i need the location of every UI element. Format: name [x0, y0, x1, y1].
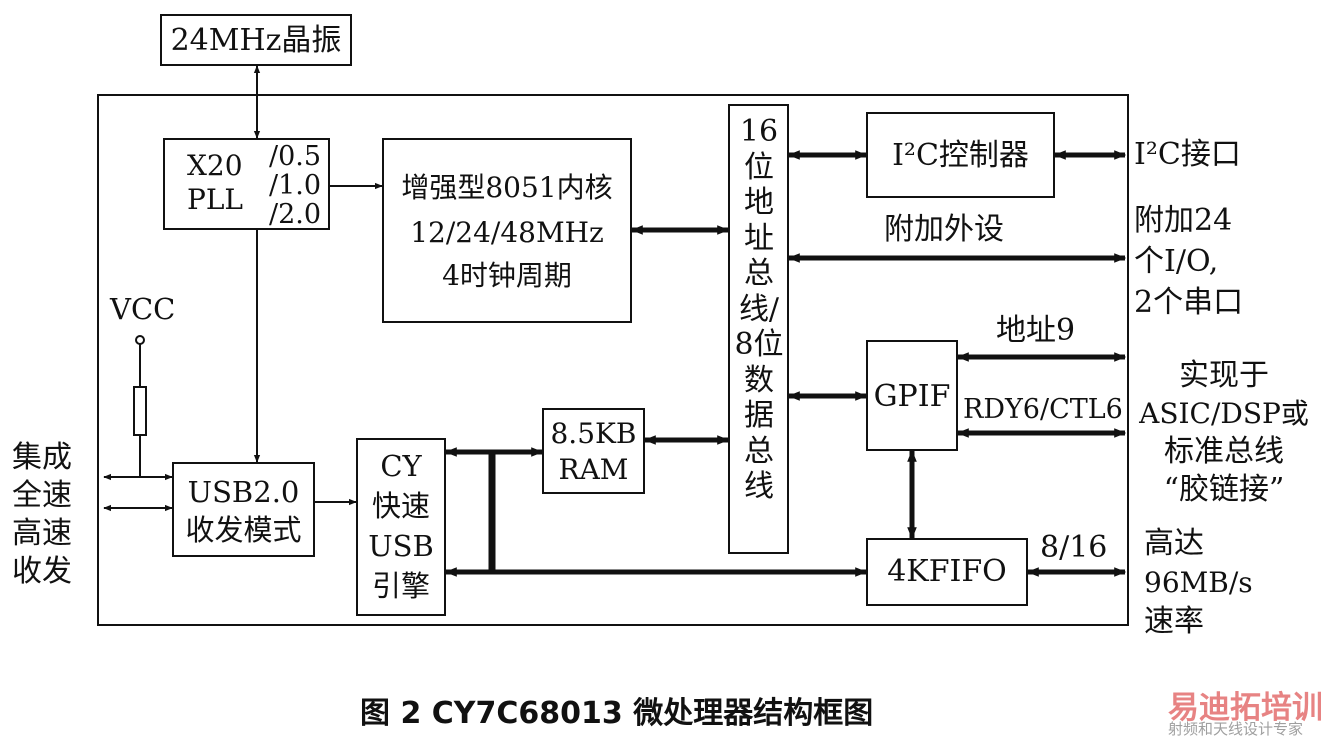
ram-label-size: 8.5KB [550, 417, 637, 450]
pll-label-x20: X20 [187, 149, 243, 182]
asic-glue-line-3: 标准总线 [1164, 434, 1284, 469]
pullup-resistor [133, 386, 147, 436]
pll-divider-0-5: /0.5 [269, 141, 322, 172]
i2c-controller-block: I²C控制器 [866, 112, 1055, 198]
rate-line-2: 96MB/s [1144, 566, 1253, 599]
crystal-block: 24MHz晶振 [160, 14, 352, 66]
core-label-freq: 12/24/48MHz [410, 216, 604, 249]
usb-transceiver-label-mode: 收发模式 [185, 513, 302, 547]
integrated-line-4: 收发 [12, 554, 72, 589]
i2c-controller-label: I²C控制器 [892, 138, 1029, 173]
rdy-ctl-label: RDY6/CTL6 [963, 394, 1123, 425]
extra-io-line-1: 附加24 [1134, 203, 1233, 238]
cy-engine-label-fast: 快速 [371, 489, 430, 523]
vcc-terminal [135, 335, 145, 345]
extra-peripheral-label: 附加外设 [884, 212, 1004, 247]
rate-line-1: 高达 [1144, 526, 1204, 561]
gpif-block: GPIF [866, 340, 958, 451]
integrated-line-2: 全速 [12, 478, 72, 513]
gpif-label: GPIF [873, 379, 951, 414]
bus-label: 16位地址总线/8位数据总线 [734, 114, 784, 504]
usb-transceiver-label-usb: USB2.0 [187, 475, 300, 509]
core-block: 增强型8051内核 12/24/48MHz 4时钟周期 [382, 138, 632, 323]
watermark-slogan: 射频和天线设计专家 [1168, 720, 1304, 738]
ram-label-ram: RAM [558, 453, 629, 486]
fifo-label: 4KFIFO [887, 554, 1007, 589]
vcc-label: VCC [110, 292, 176, 326]
core-label-cycle: 4时钟周期 [442, 259, 572, 292]
extra-io-line-3: 2个串口 [1134, 285, 1244, 320]
integrated-line-1: 集成 [12, 440, 72, 475]
asic-glue-line-4: “胶链接” [1163, 472, 1285, 507]
cy-engine-label-usb: USB [368, 529, 434, 563]
figure-caption: 图 2 CY7C68013 微处理器结构框图 [360, 696, 874, 731]
cy-engine-label-cy: CY [380, 449, 422, 483]
pll-label-pll: PLL [187, 183, 244, 216]
i2c-interface-label: I²C接口 [1134, 137, 1241, 172]
integrated-line-3: 高速 [12, 516, 72, 551]
cy-engine-block: CY 快速 USB 引擎 [356, 438, 446, 616]
usb-transceiver-block: USB2.0 收发模式 [172, 462, 315, 557]
watermark-brand: 易迪拓培训 [1168, 690, 1321, 726]
asic-glue-line-1: 实现于 [1179, 358, 1269, 393]
chip-outline [97, 94, 1129, 626]
fifo-block: 4KFIFO [866, 538, 1028, 606]
cy-engine-label-engine: 引擎 [371, 569, 430, 603]
pll-divider-1-0: /1.0 [269, 170, 322, 201]
pll-block: X20 PLL /0.5 /1.0 /2.0 [163, 138, 330, 230]
width-label: 8/16 [1040, 530, 1108, 565]
core-label-name: 增强型8051内核 [401, 171, 613, 204]
address-label: 地址9 [996, 313, 1076, 348]
ram-block: 8.5KB RAM [542, 408, 645, 494]
bus-block: 16位地址总线/8位数据总线 [728, 104, 789, 554]
pll-divider-2-0: /2.0 [269, 199, 322, 230]
rate-line-3: 速率 [1144, 604, 1204, 639]
asic-glue-line-2: ASIC/DSP或 [1139, 397, 1309, 430]
crystal-label: 24MHz晶振 [170, 23, 342, 58]
extra-io-line-2: 个I/O, [1134, 244, 1219, 279]
